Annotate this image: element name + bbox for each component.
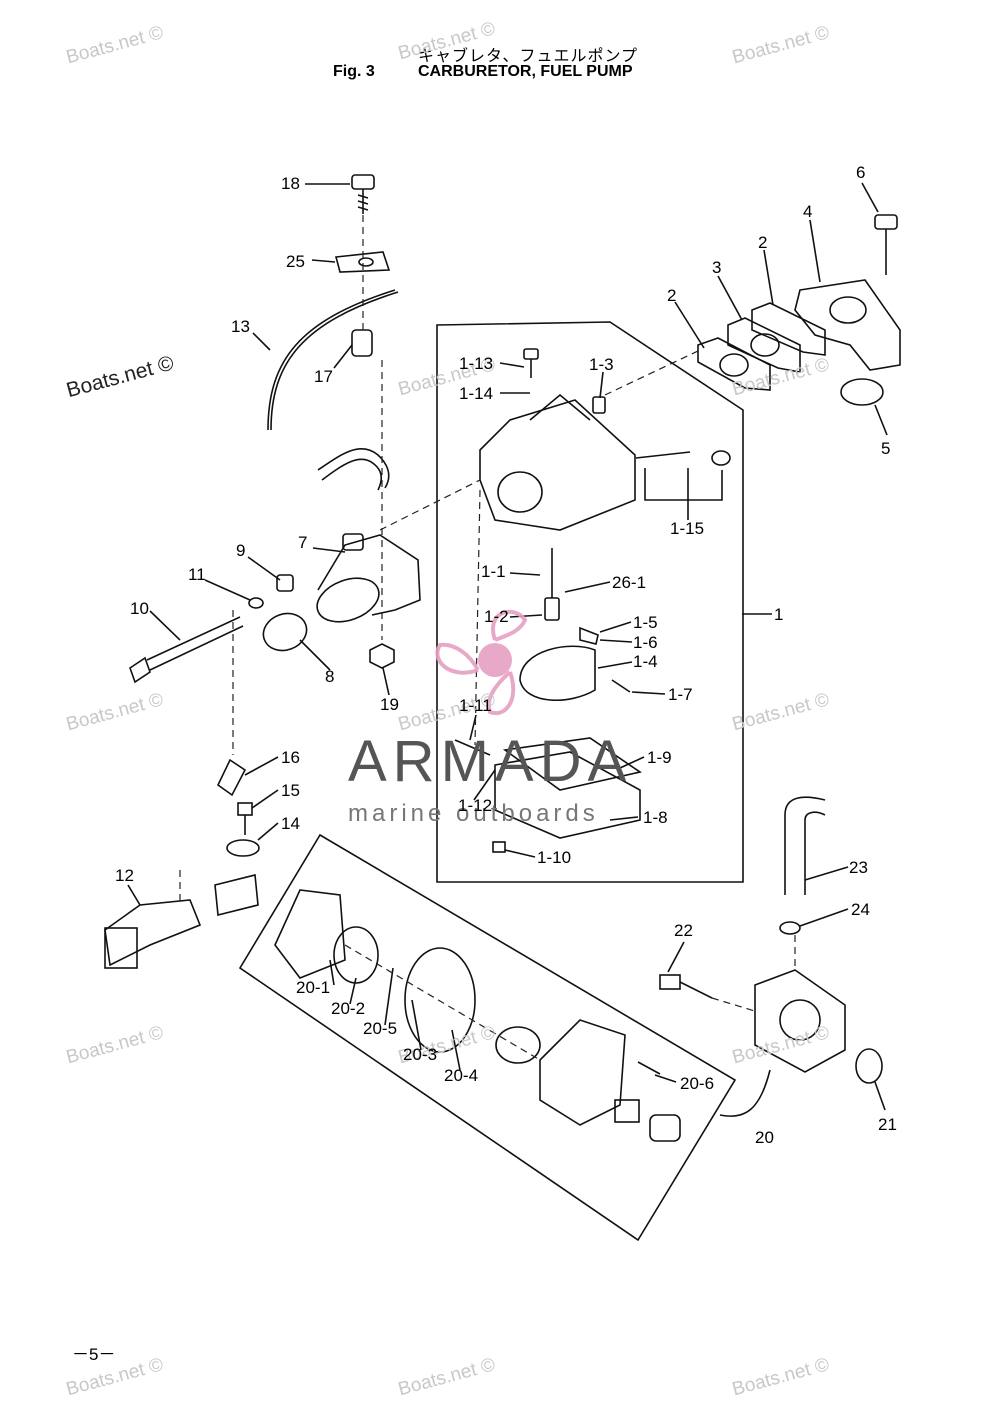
- collar-9: [276, 574, 294, 592]
- callout-14: 14: [281, 814, 300, 833]
- callout-1-3: 1-3: [589, 355, 614, 374]
- cable-13: [267, 289, 396, 431]
- callout-17: 17: [314, 367, 333, 386]
- callout-25: 25: [286, 252, 305, 271]
- gasket-8: [262, 612, 308, 652]
- gasket-3: [727, 317, 801, 373]
- callout-7: 7: [298, 533, 308, 552]
- callout-19: 19: [380, 695, 399, 714]
- callout-1-15: 1-15: [670, 519, 705, 538]
- callout-20-3: 20-3: [403, 1045, 438, 1064]
- title-japanese: キャブレタ、フュエルポンプ: [418, 46, 639, 65]
- callout-20-4: 20-4: [444, 1066, 479, 1085]
- title-english: CARBURETOR, FUEL PUMP: [418, 63, 633, 80]
- float-bowl-gasket-1-9: [502, 737, 642, 791]
- float-1-4: [519, 645, 596, 701]
- callout-10: 10: [130, 599, 149, 618]
- callout-1-7: 1-7: [668, 685, 693, 704]
- brand-watermark-tagline: marine outboards: [348, 800, 599, 827]
- callout-1-2: 1-2: [484, 607, 509, 626]
- callout-23: 23: [849, 858, 868, 877]
- callout-1-6: 1-6: [633, 633, 658, 652]
- gasket-2-outer: [697, 337, 771, 391]
- float-bowl-1-8: [494, 751, 641, 839]
- callout-13: 13: [231, 317, 250, 336]
- intake-manifold-7: [316, 533, 421, 623]
- callout-5: 5: [881, 439, 891, 458]
- callout-22: 22: [674, 921, 693, 940]
- callout-1-10: 1-10: [537, 848, 572, 867]
- callout-1-11: 1-11: [459, 696, 492, 715]
- figure-label: Fig. 3: [333, 63, 375, 80]
- o-ring-21: [855, 1048, 883, 1084]
- callout-24: 24: [851, 900, 870, 919]
- callout-20-6: 20-6: [680, 1074, 715, 1093]
- brand-watermark-title: ARMADA: [348, 729, 633, 794]
- page-number: －5－: [72, 1345, 116, 1364]
- bolt-18: [351, 174, 375, 214]
- callout-3: 3: [712, 258, 722, 277]
- callout-20-1: 20-1: [296, 978, 331, 997]
- carburetor-assembly-frame: [436, 321, 744, 883]
- choke-knob-12: [104, 899, 202, 969]
- callout-20-5: 20-5: [363, 1019, 398, 1038]
- collar-17: [351, 329, 373, 357]
- callout-26-1: 26-1: [612, 573, 647, 592]
- fuel-pump-body-20: [754, 969, 846, 1073]
- callout-1-5: 1-5: [633, 613, 658, 632]
- washer-14: [226, 839, 260, 857]
- callout-1: 1: [774, 605, 784, 624]
- carburetor-body: [479, 393, 636, 531]
- callout-2: 2: [667, 286, 677, 305]
- gasket-2-inner: [751, 302, 826, 356]
- adapter-4: [794, 279, 901, 371]
- callout-20-2: 20-2: [331, 999, 366, 1018]
- callout-1-13: 1-13: [459, 354, 494, 373]
- bolt-10: [129, 616, 244, 684]
- fuel-pump-assembly-frame: [238, 833, 737, 1242]
- callout-1-1: 1-1: [481, 562, 506, 581]
- hose: [317, 448, 390, 489]
- callout-1-4: 1-4: [633, 652, 658, 671]
- callout-1-14: 1-14: [459, 384, 494, 403]
- plate-25: [334, 251, 391, 273]
- callout-4: 4: [803, 202, 813, 221]
- callout-2: 2: [758, 233, 768, 252]
- callout-11: 11: [188, 565, 206, 584]
- callout-9: 9: [236, 541, 246, 560]
- callout-8: 8: [325, 667, 335, 686]
- callout-20: 20: [755, 1128, 774, 1147]
- callout-1-8: 1-8: [643, 808, 668, 827]
- clamp-16: [216, 758, 247, 797]
- washer-11: [248, 597, 264, 609]
- callout-12: 12: [115, 866, 134, 885]
- callout-15: 15: [281, 781, 300, 800]
- o-ring-5: [840, 378, 884, 406]
- callout-16: 16: [281, 748, 300, 767]
- brand-propeller-logo: [435, 609, 528, 716]
- nut-19: [369, 643, 395, 669]
- callout-21: 21: [878, 1115, 897, 1134]
- callout-1-12: 1-12: [458, 796, 493, 815]
- callout-1-9: 1-9: [647, 748, 672, 767]
- callout-6: 6: [856, 163, 866, 182]
- fuel-hose-23: [784, 796, 826, 895]
- callout-18: 18: [281, 174, 300, 193]
